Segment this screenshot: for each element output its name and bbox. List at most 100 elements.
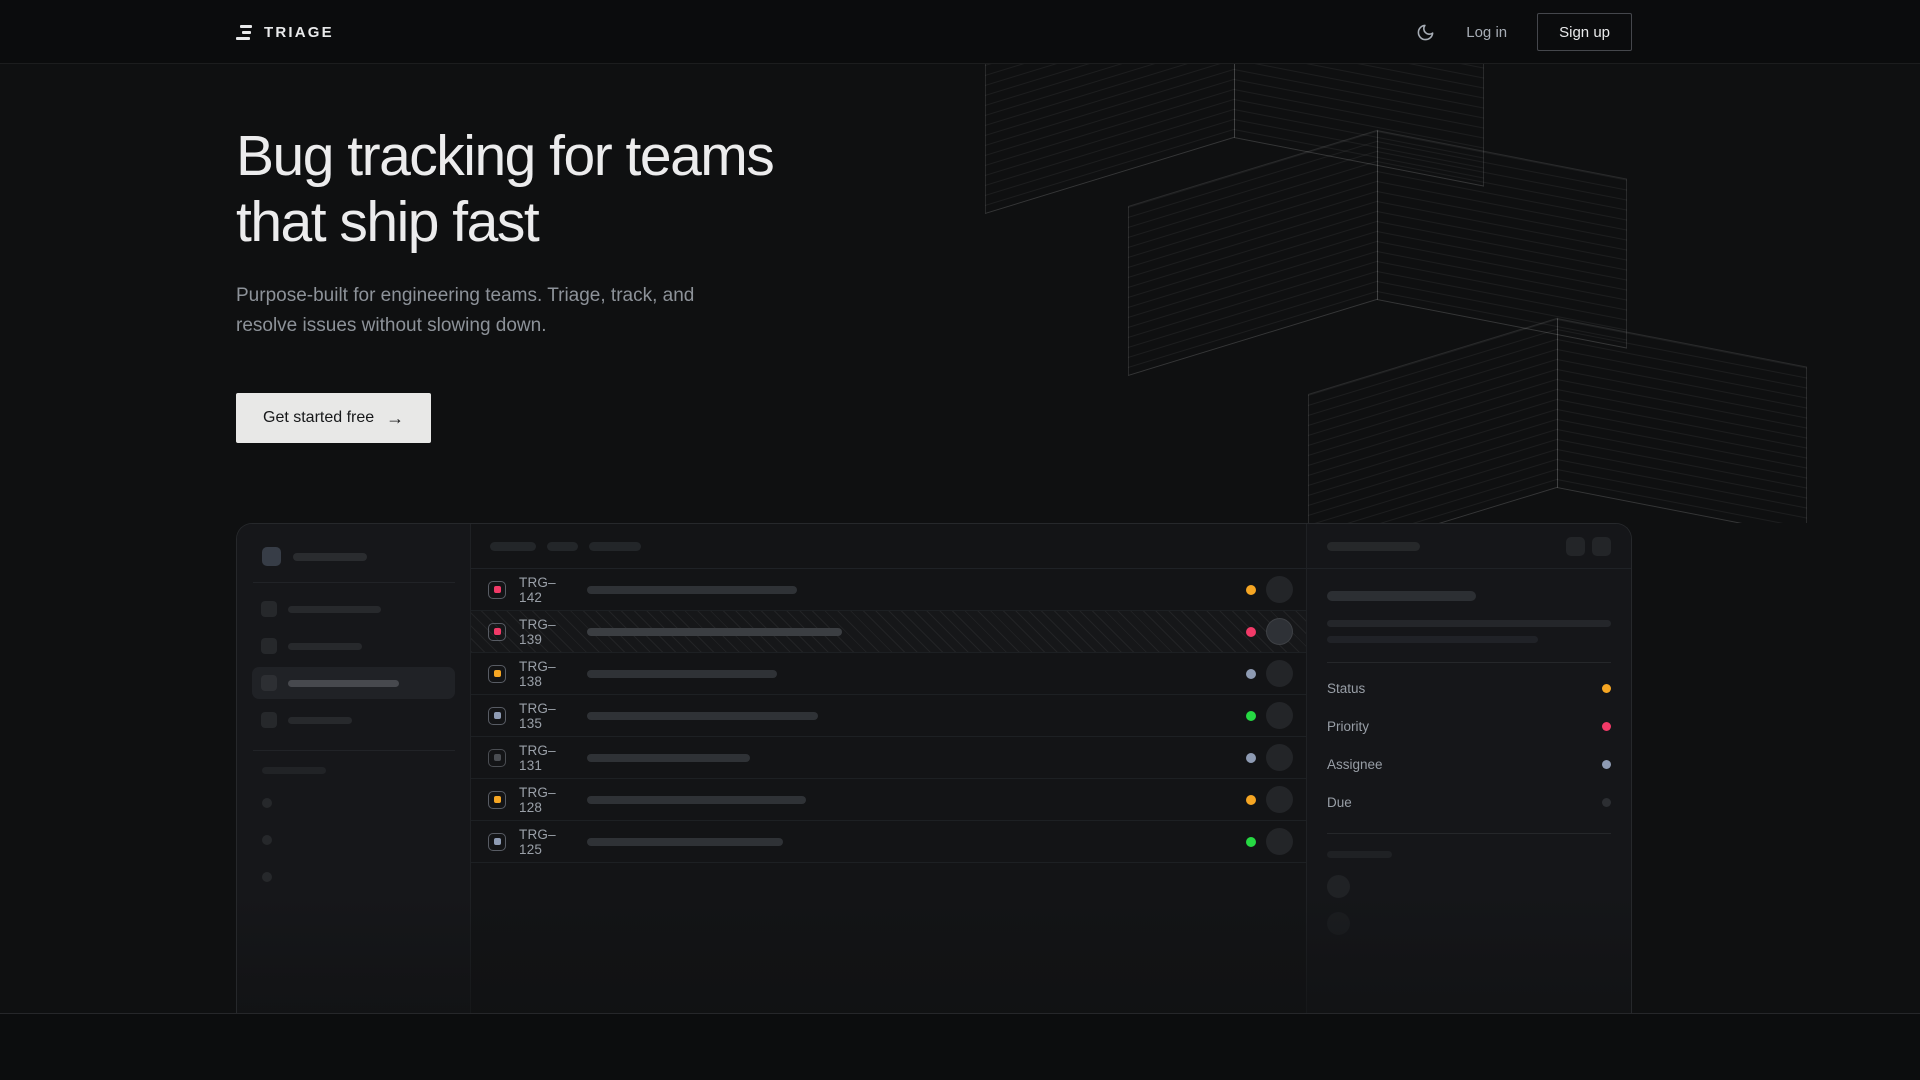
- moon-icon: [1417, 24, 1434, 40]
- skeleton-section-label: [262, 767, 326, 774]
- sidebar-item-icon: [261, 638, 277, 654]
- details-panel-header: [1307, 524, 1631, 569]
- skeleton-avatar: [1327, 875, 1350, 898]
- issue-row[interactable]: TRG–125: [471, 821, 1306, 863]
- arrow-right-icon: →: [386, 408, 405, 429]
- issue-id: TRG–139: [519, 616, 556, 647]
- issue-row[interactable]: TRG–131: [471, 737, 1306, 779]
- workspace-switcher[interactable]: [237, 539, 470, 582]
- mockup-sidebar: [237, 524, 471, 1013]
- field-priority[interactable]: Priority: [1327, 707, 1611, 745]
- status-dot: [1246, 626, 1256, 637]
- login-link[interactable]: Log in: [1466, 23, 1508, 41]
- skeleton-dot: [262, 835, 272, 845]
- issue-list: TRG–142 TRG–139 TRG–138: [471, 524, 1306, 1013]
- issue-id: TRG–128: [519, 784, 556, 815]
- skeleton-bar: [587, 753, 750, 762]
- skeleton-filter-pill[interactable]: [589, 541, 641, 551]
- triage-logo-icon: [236, 24, 253, 40]
- panel-action-button[interactable]: [1592, 536, 1611, 556]
- issue-list-toolbar: [471, 524, 1306, 569]
- issue-type-icon: [488, 664, 506, 683]
- skeleton-bar: [288, 605, 381, 613]
- issue-row[interactable]: TRG–138: [471, 653, 1306, 695]
- sidebar-item[interactable]: [252, 630, 455, 662]
- issue-id: TRG–125: [519, 826, 556, 857]
- status-dot: [1246, 668, 1256, 679]
- footer-band: [0, 1013, 1920, 1080]
- sidebar-item-icon: [261, 675, 277, 691]
- issue-id: TRG–135: [519, 700, 556, 731]
- skeleton-title-bar: [1327, 591, 1476, 601]
- issue-row[interactable]: TRG–142: [471, 569, 1306, 611]
- field-status[interactable]: Status: [1327, 669, 1611, 707]
- assignee-avatar: [1266, 744, 1293, 771]
- skeleton-filter-pill[interactable]: [490, 541, 536, 551]
- skeleton-bar: [1327, 541, 1420, 551]
- workspace-avatar: [262, 547, 281, 566]
- assignee-avatar: [1266, 660, 1293, 687]
- divider: [1327, 833, 1611, 834]
- divider: [253, 582, 455, 583]
- due-dot: [1602, 797, 1611, 807]
- sidebar-item-active[interactable]: [252, 667, 455, 699]
- skeleton-bar: [587, 627, 842, 636]
- issue-type-icon: [488, 622, 506, 641]
- status-dot: [1602, 683, 1611, 693]
- panel-action-button[interactable]: [1566, 536, 1585, 556]
- assignee-avatar: [1266, 828, 1293, 855]
- skeleton-bar: [587, 711, 818, 720]
- field-assignee[interactable]: Assignee: [1327, 745, 1611, 783]
- issue-id: TRG–142: [519, 574, 556, 605]
- signup-button[interactable]: Sign up: [1537, 13, 1632, 51]
- sidebar-item[interactable]: [252, 593, 455, 625]
- brand[interactable]: TRIAGE: [236, 24, 334, 41]
- skeleton-section-label: [1327, 851, 1392, 858]
- skeleton-bar: [587, 795, 806, 804]
- skeleton-text-line: [1327, 620, 1611, 627]
- skeleton-bar: [587, 585, 797, 594]
- page-title: Bug tracking for teams that ship fast: [236, 124, 775, 254]
- assignee-avatar: [1266, 786, 1293, 813]
- nav-bar: TRIAGE Log in Sign up: [0, 0, 1920, 64]
- assignee-dot: [1602, 759, 1611, 769]
- divider: [1327, 662, 1611, 663]
- assignee-avatar: [1266, 618, 1293, 645]
- assignee-avatar: [1266, 576, 1293, 603]
- issue-type-icon: [488, 832, 506, 851]
- issue-row[interactable]: TRG–128: [471, 779, 1306, 821]
- issue-type-icon: [488, 706, 506, 725]
- skeleton-bar: [288, 679, 399, 687]
- sidebar-item-icon: [261, 712, 277, 728]
- skeleton-filter-pill[interactable]: [547, 541, 578, 551]
- hero-section: Bug tracking for teams that ship fast Pu…: [0, 64, 1920, 523]
- status-dot: [1246, 836, 1256, 847]
- skeleton-text-line: [1327, 636, 1538, 643]
- skeleton-bar: [288, 716, 352, 724]
- skeleton-dot: [262, 872, 272, 882]
- issue-row-selected[interactable]: TRG–139: [471, 611, 1306, 653]
- issue-row[interactable]: TRG–135: [471, 695, 1306, 737]
- skeleton-bar: [293, 552, 367, 561]
- theme-toggle-button[interactable]: [1414, 21, 1436, 43]
- sidebar-item-icon: [261, 601, 277, 617]
- brand-name: TRIAGE: [264, 23, 334, 41]
- issue-id: TRG–138: [519, 658, 556, 689]
- issue-details-panel: Status Priority Assignee Due: [1306, 524, 1631, 1013]
- field-due[interactable]: Due: [1327, 783, 1611, 821]
- app-preview-window: TRG–142 TRG–139 TRG–138: [236, 523, 1632, 1013]
- divider: [253, 750, 455, 751]
- skeleton-bar: [587, 669, 777, 678]
- status-dot: [1246, 584, 1256, 595]
- skeleton-dot: [262, 798, 272, 808]
- assignee-avatar: [1266, 702, 1293, 729]
- sidebar-item[interactable]: [252, 704, 455, 736]
- skeleton-avatar: [1327, 912, 1350, 935]
- skeleton-bar: [587, 837, 783, 846]
- get-started-button[interactable]: Get started free →: [236, 393, 432, 444]
- skeleton-bar: [288, 642, 362, 650]
- status-dot: [1246, 710, 1256, 721]
- issue-type-icon: [488, 580, 506, 599]
- status-dot: [1246, 794, 1256, 805]
- issue-type-icon: [488, 748, 506, 767]
